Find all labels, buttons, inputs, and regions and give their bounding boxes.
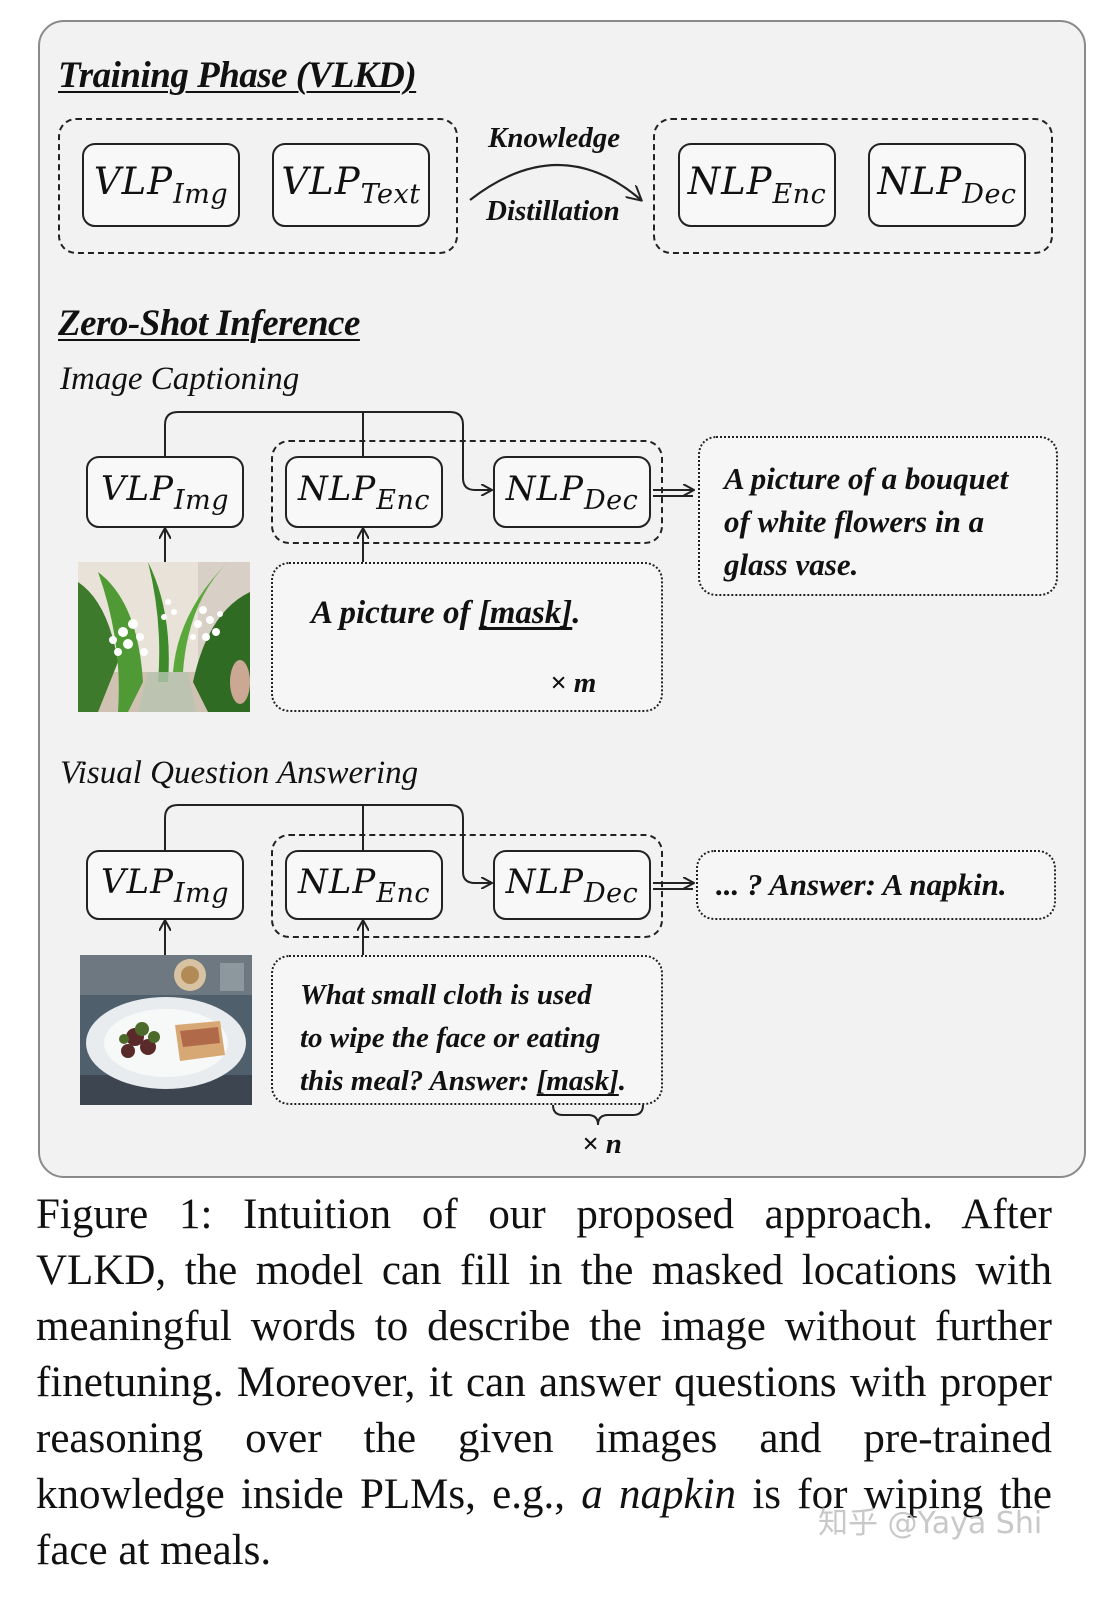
captioning-mask-token: [mask] [478,595,573,631]
vqa-vlp-img-box: VLPImg [86,850,244,920]
vqa-nlp-group [271,834,663,938]
training-phase-heading: Training Phase (VLKD) [58,55,417,96]
captioning-nlp-enc-label: NLPEnc [298,468,430,516]
captioning-prompt-box [271,562,663,712]
captioning-nlp-dec-label: NLPDec [505,468,639,516]
vqa-skip-connector [164,804,491,883]
vqa-nlp-enc-box: NLPEnc [285,850,443,920]
captioning-skip-connector [164,411,491,490]
nlp-enc-label: NLPEnc [687,160,827,210]
distillation-label: Distillation [486,195,620,227]
nlp-dec-label: NLPDec [877,160,1017,210]
caption-emphasis: a napkin [581,1471,737,1518]
vlp-img-box: VLPImg [82,143,240,227]
image-captioning-title: Image Captioning [60,361,300,397]
meal-photo [80,955,252,1105]
watermark-text: 知乎 @Yaya Shi [818,1506,1043,1541]
captioning-prompt-text: A picture of [mask]. [311,595,581,631]
vlp-text-box: VLPText [272,143,430,227]
vqa-output-text: ... ? Answer: A napkin. [716,867,1007,902]
vqa-output-box [696,850,1056,920]
nlp-group-box [653,118,1053,254]
captioning-output-box [698,436,1058,596]
vlp-img-label: VLPImg [93,160,229,210]
captioning-nlp-enc-box: NLPEnc [285,456,443,528]
nlp-enc-box: NLPEnc [678,143,836,227]
vqa-multiplier: × n [582,1128,622,1160]
figure-caption: Figure 1: Intuition of our proposed appr… [36,1191,1052,1574]
vqa-nlp-dec-label: NLPDec [505,861,639,909]
captioning-output-text: A picture of a bouquet of white flowers … [724,461,1009,582]
vqa-nlp-enc-label: NLPEnc [298,861,430,909]
vqa-mask-token: [mask] [536,1065,619,1097]
zero-shot-heading: Zero-Shot Inference [58,303,360,344]
vqa-vlp-img-label: VLPImg [100,861,230,909]
captioning-vlp-img-label: VLPImg [100,468,230,516]
distillation-arrow [469,164,641,200]
vqa-question-text: What small cloth is used to wipe the fac… [300,979,627,1097]
vlp-group-box [58,118,458,254]
nlp-dec-box: NLPDec [868,143,1026,227]
vqa-title: Visual Question Answering [60,755,419,791]
vqa-underbrace [552,1104,644,1126]
knowledge-label: Knowledge [488,122,621,154]
vqa-nlp-dec-box: NLPDec [493,850,651,920]
vqa-question-box [271,955,663,1105]
flowers-photo [78,562,250,712]
captioning-nlp-dec-box: NLPDec [493,456,651,528]
captioning-vlp-img-box: VLPImg [86,456,244,528]
captioning-nlp-group [271,440,663,544]
vlp-text-label: VLPText [281,160,421,210]
captioning-multiplier: × m [550,667,597,699]
